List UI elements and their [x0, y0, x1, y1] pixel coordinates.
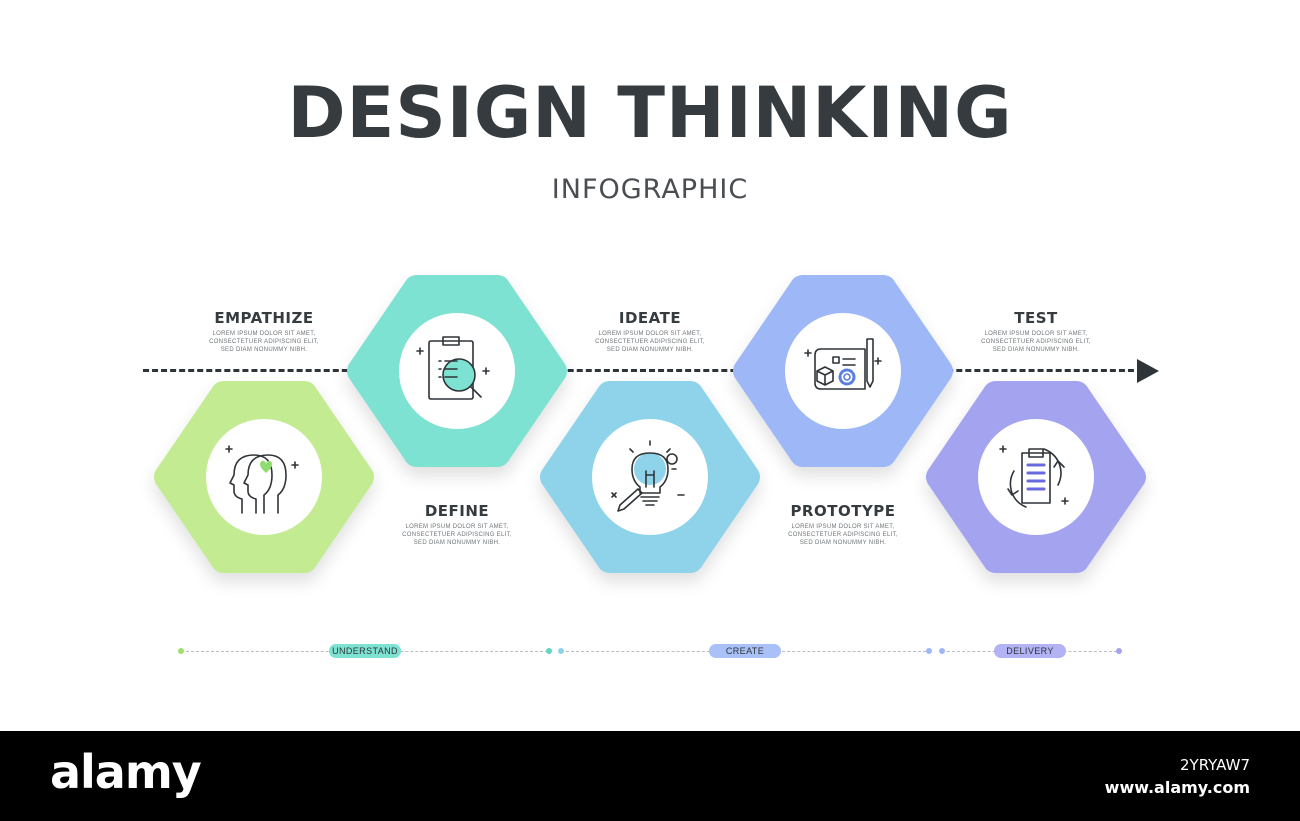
step-description: LOREM IPSUM DOLOR SIT AMET, CONSECTETUER… — [179, 330, 349, 354]
step-description-line: SED DIAM NONUMMY NIBH. — [220, 347, 308, 353]
phase-label-delivery: DELIVERY — [994, 644, 1066, 658]
step-description-line: SED DIAM NONUMMY NIBH. — [799, 540, 887, 546]
timeline-arrow-line — [143, 369, 1143, 372]
step-test: TEST LOREM IPSUM DOLOR SIT AMET, CONSECT… — [951, 309, 1121, 354]
blueprint-gear-icon — [804, 338, 882, 390]
step-define: DEFINE LOREM IPSUM DOLOR SIT AMET, CONSE… — [372, 502, 542, 547]
phase-label-understand: UNDERSTAND — [329, 644, 401, 658]
step-description-line: LOREM IPSUM DOLOR SIT AMET, — [212, 331, 316, 337]
step-title: DEFINE — [424, 502, 490, 520]
icon-disc — [978, 419, 1094, 535]
icon-disc — [785, 313, 901, 429]
step-description: LOREM IPSUM DOLOR SIT AMET, CONSECTETUER… — [565, 330, 735, 354]
hexagon-prototype — [723, 265, 963, 477]
step-description-line: SED DIAM NONUMMY NIBH. — [992, 347, 1080, 353]
step-description-line: LOREM IPSUM DOLOR SIT AMET, — [791, 524, 895, 530]
infographic-canvas: DESIGN THINKING INFOGRAPHIC — [143, 72, 1159, 658]
step-description-line: CONSECTETUER ADIPISCING ELIT, — [402, 532, 512, 538]
clipboard-cycle-icon — [999, 445, 1069, 508]
phase-dot — [1116, 648, 1122, 654]
footer-bar — [0, 731, 1300, 821]
icon-disc — [592, 419, 708, 535]
hexagon-ideate — [530, 371, 770, 583]
phase-dot — [939, 648, 945, 654]
page-title: DESIGN THINKING — [287, 72, 1013, 154]
phase-dot — [926, 648, 932, 654]
step-description-line: LOREM IPSUM DOLOR SIT AMET, — [984, 331, 1088, 337]
lightbulb-pencil-icon — [611, 440, 685, 512]
step-title: PROTOTYPE — [790, 502, 896, 520]
icon-disc — [399, 313, 515, 429]
icon-disc — [206, 419, 322, 535]
footer-logo: alamy — [50, 745, 202, 799]
footer-url: www.alamy.com — [1104, 778, 1250, 797]
phase-dot — [178, 648, 184, 654]
step-ideate: IDEATE LOREM IPSUM DOLOR SIT AMET, CONSE… — [565, 309, 735, 354]
step-prototype: PROTOTYPE LOREM IPSUM DOLOR SIT AMET, CO… — [758, 502, 928, 547]
step-description-line: CONSECTETUER ADIPISCING ELIT, — [209, 339, 319, 345]
hexagon-define — [337, 265, 577, 477]
hexagon-test — [916, 371, 1156, 583]
page-subtitle: INFOGRAPHIC — [551, 174, 749, 205]
step-title: TEST — [1014, 309, 1058, 327]
step-description: LOREM IPSUM DOLOR SIT AMET, CONSECTETUER… — [372, 523, 542, 547]
footer-image-id: 2YRYAW7 — [1180, 756, 1250, 774]
step-description-line: SED DIAM NONUMMY NIBH. — [606, 347, 694, 353]
step-empathize: EMPATHIZE LOREM IPSUM DOLOR SIT AMET, CO… — [179, 309, 349, 354]
timeline-arrow-head — [1137, 359, 1159, 383]
step-description-line: SED DIAM NONUMMY NIBH. — [413, 540, 501, 546]
step-title: EMPATHIZE — [214, 309, 314, 327]
step-description-line: LOREM IPSUM DOLOR SIT AMET, — [405, 524, 509, 530]
step-title: IDEATE — [618, 309, 682, 327]
phase-label-create: CREATE — [709, 644, 781, 658]
step-description-line: CONSECTETUER ADIPISCING ELIT, — [981, 339, 1091, 345]
hexagon-empathize — [144, 371, 384, 583]
phase-dot — [558, 648, 564, 654]
step-description: LOREM IPSUM DOLOR SIT AMET, CONSECTETUER… — [951, 330, 1121, 354]
step-description: LOREM IPSUM DOLOR SIT AMET, CONSECTETUER… — [758, 523, 928, 547]
clipboard-search-icon — [416, 336, 490, 400]
phase-dot — [546, 648, 552, 654]
step-description-line: LOREM IPSUM DOLOR SIT AMET, — [598, 331, 702, 337]
heads-heart-icon — [225, 445, 299, 514]
step-description-line: CONSECTETUER ADIPISCING ELIT, — [595, 339, 705, 345]
step-description-line: CONSECTETUER ADIPISCING ELIT, — [788, 532, 898, 538]
